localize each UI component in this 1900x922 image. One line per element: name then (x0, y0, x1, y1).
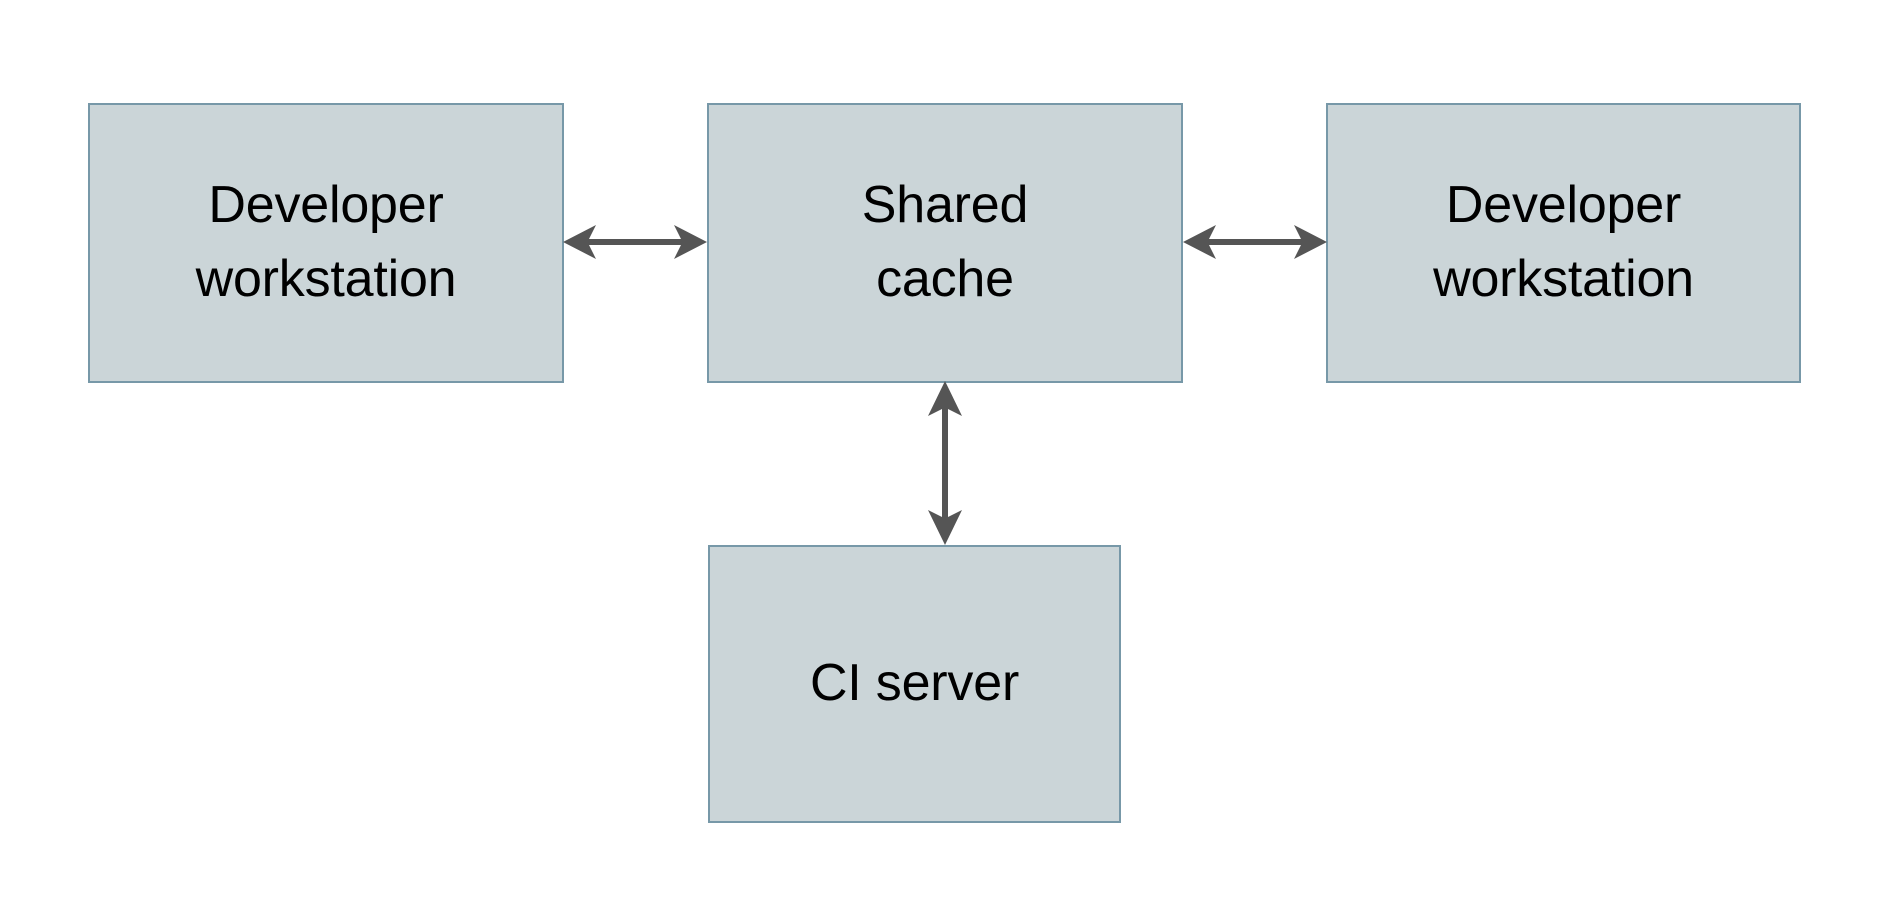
node-label-shared-cache: Shared cache (861, 176, 1029, 308)
node-developer-workstation-right[interactable]: Developer workstation (1326, 103, 1801, 383)
node-label-developer-workstation-left: Developer workstation (195, 176, 457, 308)
edge-developer-left-to-shared-cache (563, 225, 707, 259)
double-arrow-horizontal-icon (1183, 225, 1327, 259)
edge-shared-cache-to-ci-server (928, 381, 962, 545)
edge-shared-cache-to-developer-right (1183, 225, 1327, 259)
double-arrow-horizontal-icon (563, 225, 707, 259)
node-ci-server[interactable]: CI server (708, 545, 1121, 823)
node-shared-cache[interactable]: Shared cache (707, 103, 1183, 383)
double-arrow-vertical-icon (928, 381, 962, 545)
node-label-developer-workstation-right: Developer workstation (1433, 176, 1694, 308)
node-label-ci-server: CI server (809, 654, 1020, 713)
node-developer-workstation-left[interactable]: Developer workstation (88, 103, 564, 383)
